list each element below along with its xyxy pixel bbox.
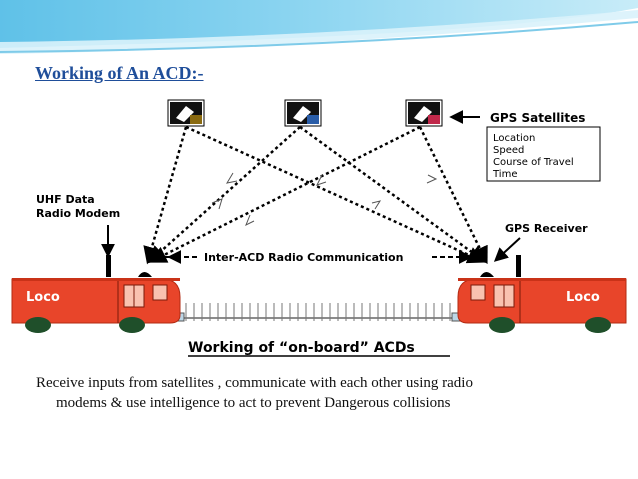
- loco-right-label: Loco: [566, 290, 600, 305]
- acd-diagram: GPS Satellites Location Speed Course of …: [11, 99, 627, 357]
- satellite-icon: [167, 99, 205, 127]
- gps-receiver-right: [480, 272, 494, 277]
- satellite-icon: [405, 99, 443, 127]
- gps-info-speed: Speed: [493, 145, 524, 156]
- wheel-icon: [119, 317, 145, 333]
- loco-left-label: Loco: [26, 290, 60, 305]
- uhf-label-line2: Radio Modem: [36, 207, 120, 220]
- inter-acd-label: Inter-ACD Radio Communication: [204, 251, 403, 264]
- gps-receiver-label: GPS Receiver: [505, 222, 588, 235]
- uhf-label-line1: UHF Data: [36, 193, 95, 206]
- satellite-icon: [284, 99, 322, 127]
- gps-info-course: Course of Travel: [493, 157, 574, 168]
- header-wave-banner: [0, 0, 638, 54]
- gps-receiver-left: [138, 272, 152, 277]
- loco-left: [11, 278, 181, 333]
- signal-ticks: [211, 172, 438, 227]
- satellite-signal-lines: [143, 125, 488, 265]
- gps-info-box: [486, 126, 601, 182]
- body-line-1: Receive inputs from satellites , communi…: [36, 375, 473, 391]
- wheel-icon: [489, 317, 515, 333]
- gps-satellites-label: GPS Satellites: [490, 111, 585, 125]
- wheel-icon: [585, 317, 611, 333]
- diagram-caption: Working of “on-board” ACDs: [188, 340, 415, 356]
- rail-ties: [185, 303, 451, 321]
- wheel-icon: [25, 317, 51, 333]
- slide-title: Working of An ACD:-: [35, 63, 204, 83]
- gps-info-time: Time: [492, 169, 517, 180]
- body-line-2: modems & use intelligence to act to prev…: [56, 395, 451, 411]
- receiver-pointer-arrow: [493, 237, 521, 262]
- antenna-right: [516, 255, 521, 277]
- antenna-left: [106, 255, 111, 277]
- body-text: Receive inputs from satellites , communi…: [36, 373, 616, 413]
- gps-info-location: Location: [493, 133, 535, 144]
- loco-right: [457, 278, 627, 333]
